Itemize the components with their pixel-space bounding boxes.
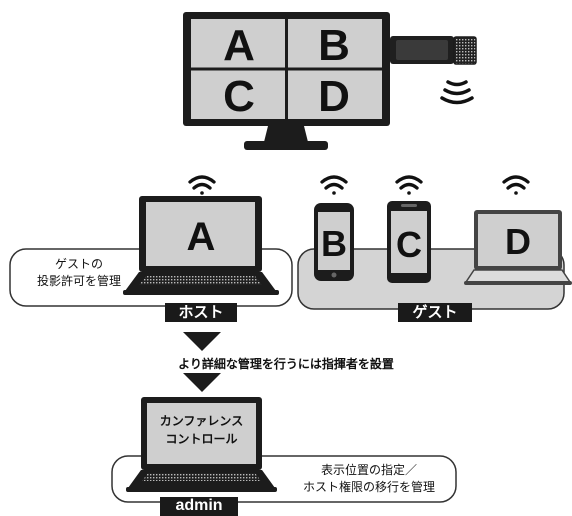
guest-device-letter-c: C xyxy=(396,224,422,265)
admin-note-line2: ホスト権限の移行を管理 xyxy=(302,480,435,494)
admin-note-line1: 表示位置の指定／ xyxy=(320,463,417,477)
tile-c: C xyxy=(223,72,255,121)
wifi-icon-host xyxy=(188,175,216,195)
guest-label: ゲスト xyxy=(398,303,472,322)
dongle-signal-icon xyxy=(440,80,474,105)
wifi-icon-phone-b xyxy=(320,175,348,195)
host-note-line2: 投影許可を管理 xyxy=(36,274,121,288)
monitor-tiles: A B C D xyxy=(223,21,350,121)
phone-b xyxy=(314,203,354,281)
host-note-line1: ゲストの xyxy=(54,257,103,271)
wifi-icon-phone-c xyxy=(395,175,423,195)
admin-note-text: 表示位置の指定／ ホスト権限の移行を管理 xyxy=(294,462,444,496)
down-arrow-1 xyxy=(183,332,221,351)
tile-a: A xyxy=(223,21,255,70)
tile-b: B xyxy=(318,21,350,70)
down-arrow-2 xyxy=(183,373,221,392)
wireless-dongle xyxy=(390,36,477,65)
guest-device-letter-b: B xyxy=(321,223,347,264)
phone-c xyxy=(387,201,431,283)
admin-screen-line1: カンファレンス xyxy=(159,414,244,428)
tile-d: D xyxy=(318,72,350,121)
wifi-icon-laptop-d xyxy=(502,175,530,195)
monitor xyxy=(183,12,390,150)
admin-label: admin xyxy=(160,497,238,516)
host-label: ホスト xyxy=(165,303,237,322)
admin-screen-line2: コントロール xyxy=(165,432,238,446)
host-laptop xyxy=(123,196,279,295)
admin-laptop xyxy=(126,397,277,492)
guest-device-letter-d: D xyxy=(505,221,531,262)
admin-requirement-text: より詳細な管理を行うには指揮者を設置 xyxy=(178,357,394,371)
admin-screen-text: カンファレンス コントロール xyxy=(147,412,256,448)
host-device-letter: A xyxy=(187,215,216,259)
host-note-text: ゲストの 投影許可を管理 xyxy=(24,256,134,290)
guest-laptop-d xyxy=(464,210,572,285)
